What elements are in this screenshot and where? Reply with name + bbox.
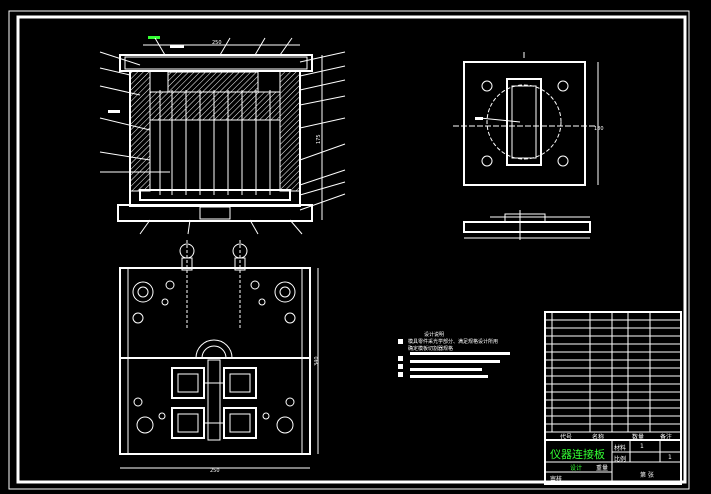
notes-bars	[398, 339, 510, 378]
tb-designer-label: 设计	[570, 465, 583, 472]
tb-reviewer-label: 审核	[550, 476, 563, 483]
notes-heading: 设计说明	[424, 332, 445, 338]
tb-name-label: 名称	[592, 434, 605, 441]
tb-qty-value: 1	[640, 443, 644, 450]
part-side-view	[463, 210, 591, 240]
inner-border	[16, 15, 687, 484]
dim-side-height: 175	[316, 134, 322, 144]
part-top-view: 180	[453, 52, 604, 186]
plan-view: 250 340	[119, 240, 320, 474]
tb-qty-label: 数量	[632, 434, 645, 441]
notes-line-2: 确定模板切割器规格	[408, 346, 454, 352]
tb-remark-label: 备注	[660, 434, 673, 441]
outer-border	[8, 10, 690, 490]
tb-stamp-label: 重量	[596, 465, 609, 472]
notes-line-1: 模具零件采光学部分、满足规格设计所用	[408, 339, 499, 345]
parts-list	[544, 311, 682, 485]
tb-part-name: 仪器连接板	[550, 448, 605, 461]
tb-code-label: 代号	[560, 434, 573, 441]
tb-scale-label: 比例	[614, 456, 627, 463]
dim-top-width: 250	[212, 40, 222, 46]
tb-scale-value: 1	[668, 454, 672, 461]
dim-side-width: 180	[594, 126, 604, 132]
dim-plan-width: 250	[210, 468, 220, 474]
dim-plan-height: 340	[314, 356, 320, 366]
tb-sheet-label: 第 张	[640, 472, 654, 479]
section-view: 250	[99, 36, 346, 235]
tb-material-label: 材料	[614, 445, 627, 452]
